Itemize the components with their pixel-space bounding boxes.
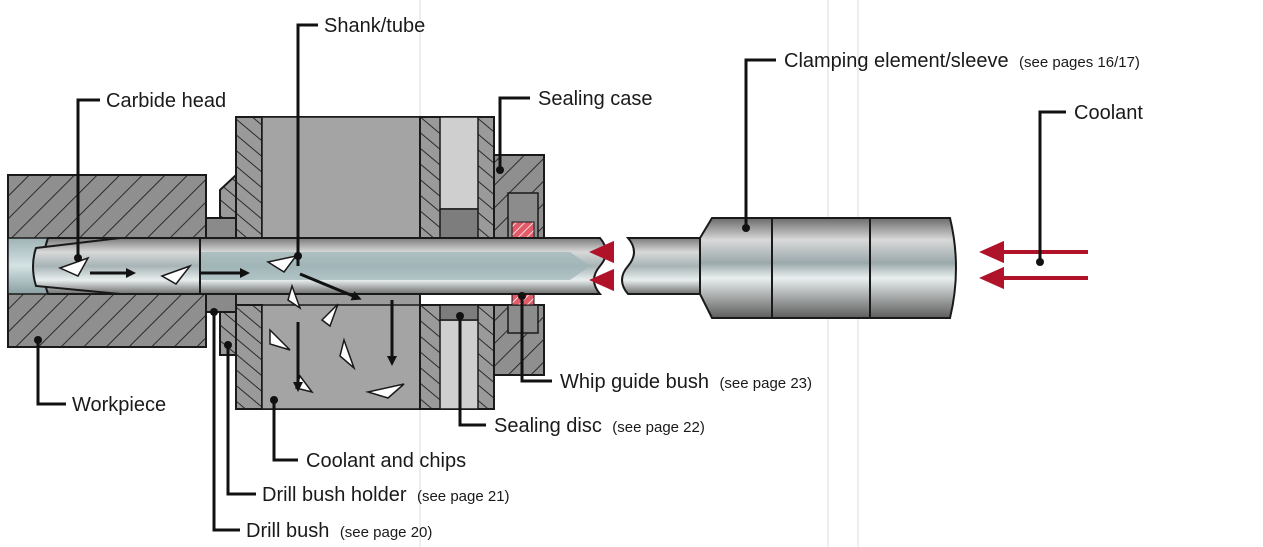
label-coolant: Coolant: [1074, 102, 1143, 124]
label-carbide-head: Carbide head: [106, 90, 226, 112]
label-sealing-disc-ref: (see page 22): [612, 419, 705, 436]
label-drill-bush-ref: (see page 20): [340, 524, 433, 541]
leader-dots: [34, 166, 1044, 404]
label-whip-guide-bush: Whip guide bush (see page 23): [560, 371, 812, 393]
label-sealing-case: Sealing case: [538, 88, 653, 110]
chips: [57, 254, 405, 399]
leader-lines: [36, 23, 1066, 532]
label-clamping-element: Clamping element/sleeve (see pages 16/17…: [784, 50, 1140, 72]
label-clamping-text: Clamping element/sleeve: [784, 50, 1009, 72]
label-sealing-disc: Sealing disc (see page 22): [494, 415, 705, 437]
coolant-arrows: [589, 240, 1088, 292]
label-drill-bush: Drill bush (see page 20): [246, 520, 432, 542]
label-whip-guide-text: Whip guide bush: [560, 371, 709, 393]
label-shank-tube: Shank/tube: [324, 15, 425, 37]
label-drill-bush-holder-text: Drill bush holder: [262, 484, 407, 506]
label-whip-guide-ref: (see page 23): [719, 375, 812, 392]
carbide-head: [32, 237, 201, 295]
clamping-sleeve: [621, 217, 957, 319]
label-sealing-disc-text: Sealing disc: [494, 415, 602, 437]
label-coolant-and-chips: Coolant and chips: [306, 450, 466, 472]
label-drill-bush-text: Drill bush: [246, 520, 329, 542]
label-clamping-ref: (see pages 16/17): [1019, 54, 1140, 71]
label-workpiece: Workpiece: [72, 394, 166, 416]
label-drill-bush-holder-ref: (see page 21): [417, 488, 510, 505]
flow-arrows: [90, 268, 397, 392]
label-drill-bush-holder: Drill bush holder (see page 21): [262, 484, 510, 506]
